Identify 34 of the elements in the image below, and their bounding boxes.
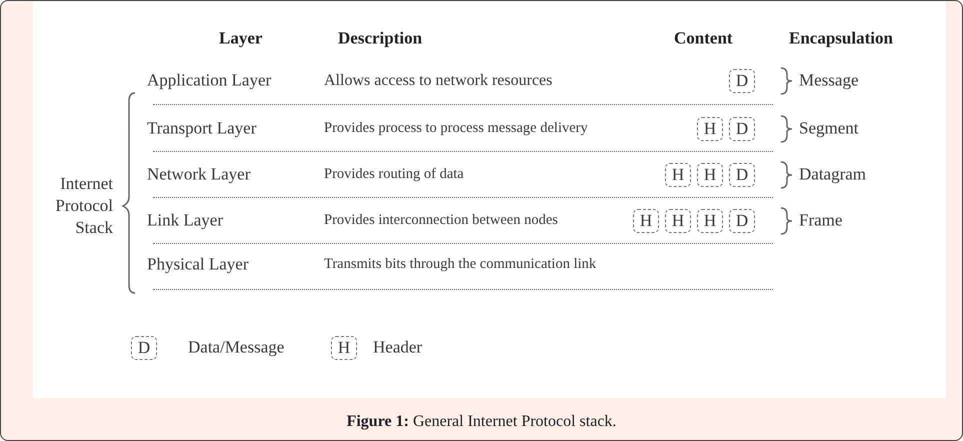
- legend-tag: H: [331, 336, 357, 360]
- encapsulation-name: Datagram: [799, 166, 866, 184]
- content-tag: H: [633, 209, 659, 233]
- legend-tag: D: [131, 336, 157, 360]
- legend-text: Data/Message: [188, 338, 284, 358]
- figure-caption: Figure 1: General Internet Protocol stack.: [346, 413, 618, 431]
- layer-name: Link Layer: [147, 212, 223, 230]
- content-tag: D: [729, 69, 755, 93]
- content-tag: H: [697, 209, 723, 233]
- layer-description: Provides routing of data: [324, 167, 464, 183]
- content-tag: H: [697, 117, 723, 141]
- layer-name: Network Layer: [147, 166, 250, 184]
- layer-description: Provides interconnection between nodes: [324, 213, 558, 229]
- encapsulation-name: Segment: [799, 120, 858, 138]
- content-tag: H: [665, 163, 691, 187]
- content-tag: D: [729, 163, 755, 187]
- layer-description: Transmits bits through the communication link: [324, 257, 596, 273]
- encapsulation-name: Frame: [799, 212, 842, 230]
- layer-name: Transport Layer: [147, 120, 256, 138]
- column-header: Encapsulation: [789, 30, 893, 48]
- layer-name: Application Layer: [147, 72, 272, 90]
- content-tag: D: [729, 209, 755, 233]
- content-tag: D: [729, 117, 755, 141]
- encapsulation-name: Message: [799, 72, 858, 90]
- layer-name: Physical Layer: [147, 256, 248, 274]
- legend-text: Header: [373, 338, 422, 358]
- column-header: Layer: [219, 30, 262, 48]
- content-tag: H: [697, 163, 723, 187]
- content-tag: H: [665, 209, 691, 233]
- column-header: Content: [674, 30, 733, 48]
- layer-description: Provides process to process message delivery: [324, 121, 588, 137]
- stack-label: Internet Protocol Stack: [54, 172, 113, 240]
- column-header: Description: [338, 30, 422, 48]
- layer-description: Allows access to network resources: [324, 72, 552, 90]
